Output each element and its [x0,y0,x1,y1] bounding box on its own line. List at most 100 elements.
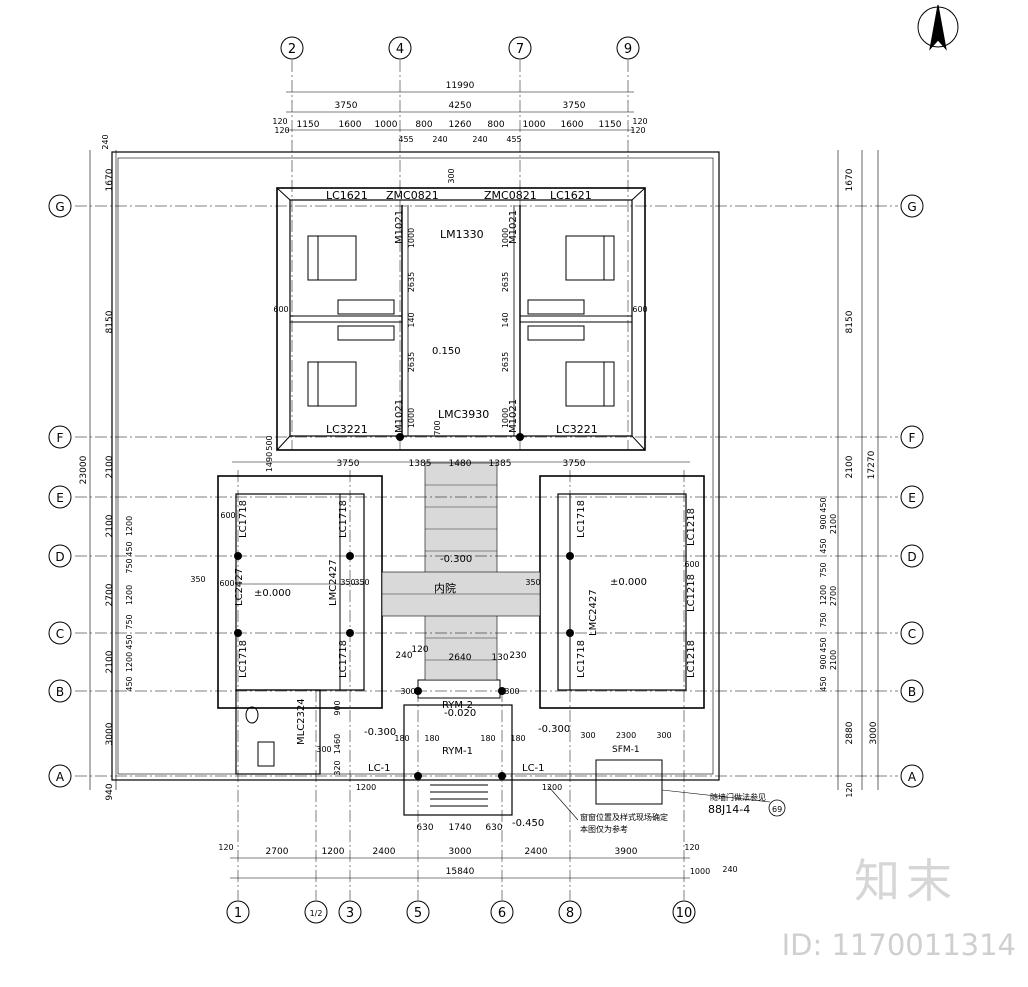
window-label: LC1718 [576,500,587,538]
courtyard-label: 内院 [434,581,456,595]
dim-bottom: 2700 [266,847,289,857]
dim-mid: 1385 [489,459,512,469]
dim-left: 2100 [105,455,115,478]
dim-misc: 180 [510,734,525,743]
gate-label: RYM-2 [442,700,473,711]
dim-bottom-total: 15840 [446,867,475,877]
window-label: LC2427 [234,568,245,606]
dim-misc: 300 [316,745,331,754]
watermark-brand: 知末 [854,854,958,908]
window-label: ZMC0821 [484,189,537,202]
window-label: LMC2427 [328,559,339,606]
wardrobe-icon [337,299,395,315]
elevation-mark: 0.150 [432,346,461,357]
dim-misc: 300 [656,731,671,740]
dim-misc: 300 [580,731,595,740]
note-text: 窗窗位置及样式现场确定 [580,812,668,822]
dim-left: 2700 [105,583,115,606]
dim-misc: 1200 [542,783,562,792]
window-label: LC1718 [238,500,249,538]
dim-small: 120 [272,117,287,126]
window-label: ZMC0821 [386,189,439,202]
dim-detail: 1150 [297,120,320,130]
dim-court: 240 [395,651,412,661]
dim-porch: 630 [416,823,433,833]
dim-small: 240 [432,135,447,144]
north-arrow-icon [917,4,959,51]
dim-misc: 180 [424,734,439,743]
dim-misc: 600 [632,305,647,314]
dim-porch: 1740 [449,823,472,833]
dim-right-small: 450 [819,637,828,652]
window-label: LC1621 [326,189,368,202]
gate-label: SFM-1 [612,745,640,755]
dim-small: 120 [274,126,289,135]
gate-label: RYM-1 [442,746,473,757]
side-gate [595,759,663,805]
dim-misc: 900 [333,700,342,715]
axis-label-right: F [909,431,916,445]
dim-right-small: 450 [819,538,828,553]
elevation-mark: -0.450 [512,818,544,829]
dim-left-small: 750 [125,558,134,573]
dim-mid: 3750 [337,459,360,469]
axis-label-left: D [55,550,64,564]
dim-misc: 300 [400,687,415,696]
dim-right-small2: 2700 [829,586,838,606]
dim-misc: 1200 [356,783,376,792]
elevation-mark: ±0.000 [254,588,291,599]
dim-small: 455 [506,135,521,144]
dim-misc: 140 [501,312,510,327]
dim-right: 3000 [869,721,879,744]
window-label: LMC2427 [588,589,599,636]
door-label: M1021 [394,210,405,244]
bathroom-wall [235,689,321,775]
dim-misc: 1460 [333,734,342,754]
gate-note: 随墙门做法参见 [710,792,766,802]
dim-top: 4250 [449,101,472,111]
elevation-mark: -0.300 [538,724,570,735]
axis-label-left: A [56,770,65,784]
window-label: LC3221 [556,423,598,436]
courtyard-paving [381,462,541,681]
dim-bottom: 2400 [373,847,396,857]
dim-court: 120 [411,645,428,655]
dim-detail: 1000 [523,120,546,130]
dim-left-small: 1200 [125,516,134,536]
dim-left-small: 750 [125,614,134,629]
elevation-mark: -0.300 [440,554,472,565]
dim-misc: 2635 [407,352,416,372]
gate-ref: 88J14-4 [708,803,750,816]
dim-detail: 1150 [599,120,622,130]
dim-detail: 1600 [339,120,362,130]
dim-misc: 600 [273,305,288,314]
axis-label-top: 4 [396,42,404,57]
dim-detail: 800 [415,120,432,130]
dim-misc: 350 [525,578,540,587]
dim-left: 2100 [105,650,115,673]
dim-mid: 1385 [409,459,432,469]
dim-mid: 3750 [563,459,586,469]
dim-right: 1670 [845,168,855,191]
axis-label-bottom: 3 [346,906,354,921]
dim-misc: 140 [407,312,416,327]
dim-bottom: 1200 [322,847,345,857]
window-label: LC1621 [550,189,592,202]
east-wing-wall [539,475,705,709]
dim-misc: 300 [504,687,519,696]
dim-right: 2100 [845,455,855,478]
dim-left-small: 450 [125,541,134,556]
dim-misc: 1490 [265,452,274,472]
dim-misc: 1000 [501,408,510,428]
dim-left: 940 [105,783,115,800]
elevation-mark: -0.020 [444,708,476,719]
axis-label-right: G [907,200,916,214]
door-label: M1021 [508,399,519,433]
dim-misc: 180 [480,734,495,743]
door-label: LM1330 [440,228,484,241]
note-text: 本图仅为参考 [580,824,628,834]
dim-bottom: 3000 [449,847,472,857]
dim-court: 230 [509,651,526,661]
dim-left-small: 1200 [125,585,134,605]
dim-bottom-edge: 1000 [690,867,710,876]
